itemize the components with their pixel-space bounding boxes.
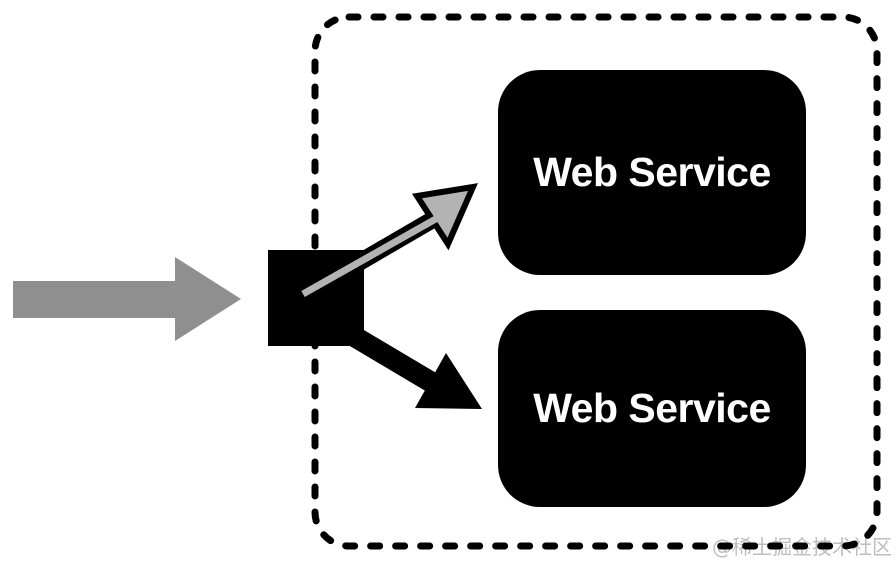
boundary-dashed-border [311,13,881,550]
web-service-box-2: Web Service [498,310,806,507]
route-arrow-top-core [301,212,443,298]
web-service-box-1-label: Web Service [533,149,771,195]
route-arrow-top-icon [300,183,478,302]
route-arrow-bottom-icon [334,318,482,409]
web-service-box-2-label: Web Service [533,385,771,431]
route-arrow-bottom-shaft [334,318,442,395]
incoming-request-arrow-icon [13,257,241,341]
web-service-box-1: Web Service [498,70,806,275]
route-arrow-bottom-head [415,353,482,409]
